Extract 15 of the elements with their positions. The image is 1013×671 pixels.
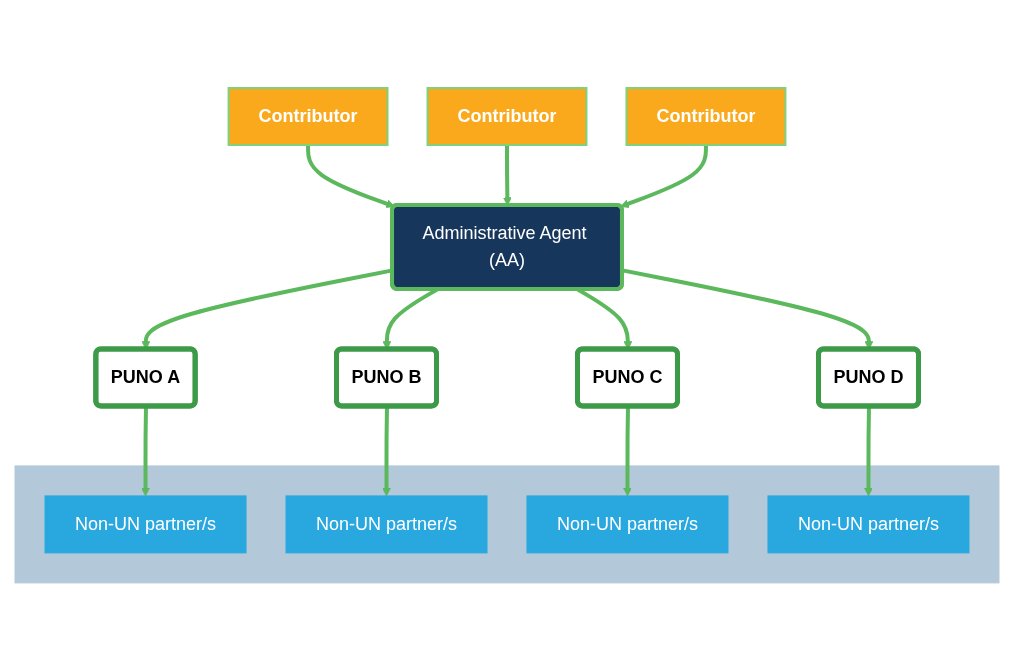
cluster	[14, 465, 999, 584]
node-box: Non-UN partner/s	[526, 495, 728, 554]
arrow	[619, 145, 708, 208]
node-box: Non-UN partner/s	[285, 495, 487, 554]
node-box: Non-UN partner/s	[767, 495, 969, 554]
node-box: Contributor	[227, 87, 389, 147]
node-box: Contributor	[426, 87, 587, 147]
arrow	[140, 406, 150, 497]
arrow	[622, 406, 632, 497]
node-box: Non-UN partner/s	[44, 495, 246, 554]
arrow	[863, 406, 873, 497]
arrow	[381, 406, 391, 497]
arrow	[305, 145, 395, 208]
node-box: Contributor	[624, 87, 786, 147]
arrow	[502, 145, 512, 206]
